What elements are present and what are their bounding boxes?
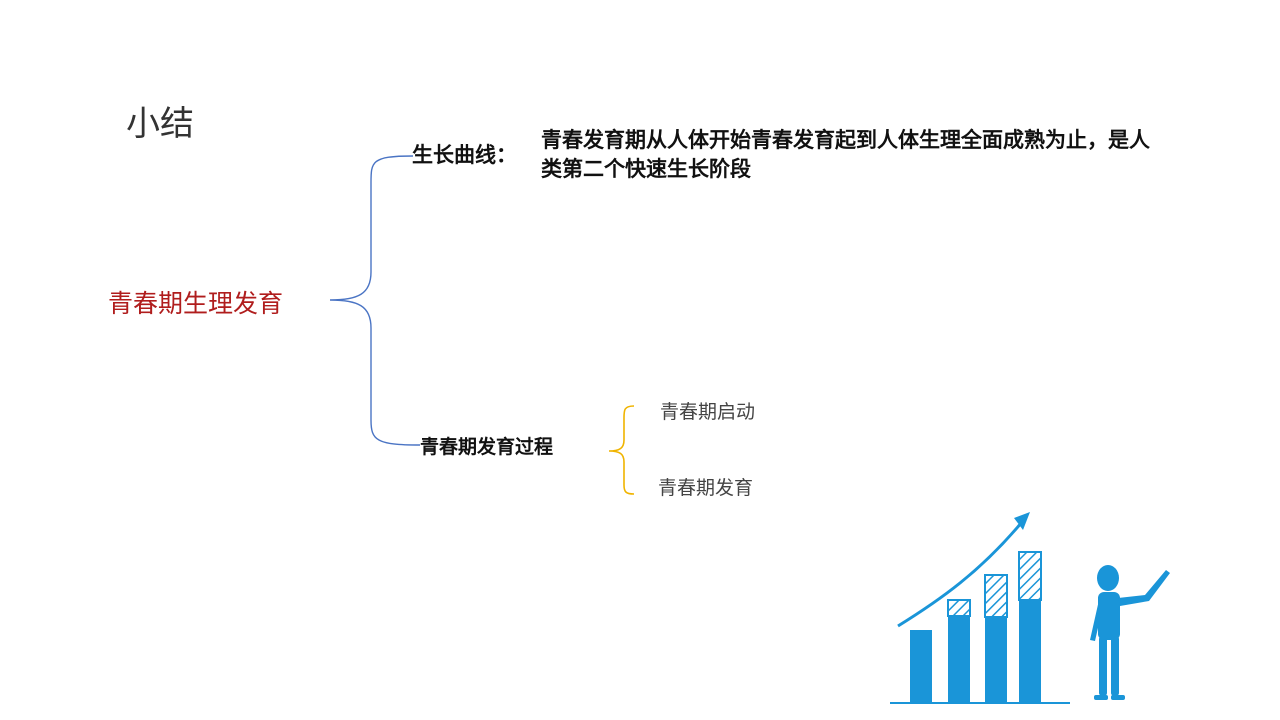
branch-growth-curve-label: 生长曲线： bbox=[412, 142, 517, 167]
main-brace bbox=[329, 155, 421, 446]
leaf-puberty-development: 青春期发育 bbox=[658, 477, 754, 499]
bar-1 bbox=[910, 630, 932, 703]
slide-title: 小结 bbox=[126, 104, 194, 144]
leaf-puberty-onset: 青春期启动 bbox=[660, 401, 756, 423]
sub-brace bbox=[608, 405, 635, 495]
branch-development-process-label: 青春期发育过程 bbox=[420, 436, 554, 458]
growth-chart-person-illustration bbox=[890, 512, 1170, 704]
trend-arrow-head bbox=[1014, 512, 1030, 530]
trend-arrow-line bbox=[897, 521, 1024, 628]
bar-3 bbox=[984, 574, 1008, 703]
bar-2 bbox=[947, 599, 971, 703]
pointing-person-icon bbox=[1090, 565, 1170, 700]
branch-growth-curve-description: 青春发育期从人体开始青春发育起到人体生理全面成熟为止，是人类第二个快速生长阶段 bbox=[541, 127, 1150, 181]
bar-4 bbox=[1018, 551, 1042, 703]
root-topic: 青春期生理发育 bbox=[108, 289, 284, 318]
